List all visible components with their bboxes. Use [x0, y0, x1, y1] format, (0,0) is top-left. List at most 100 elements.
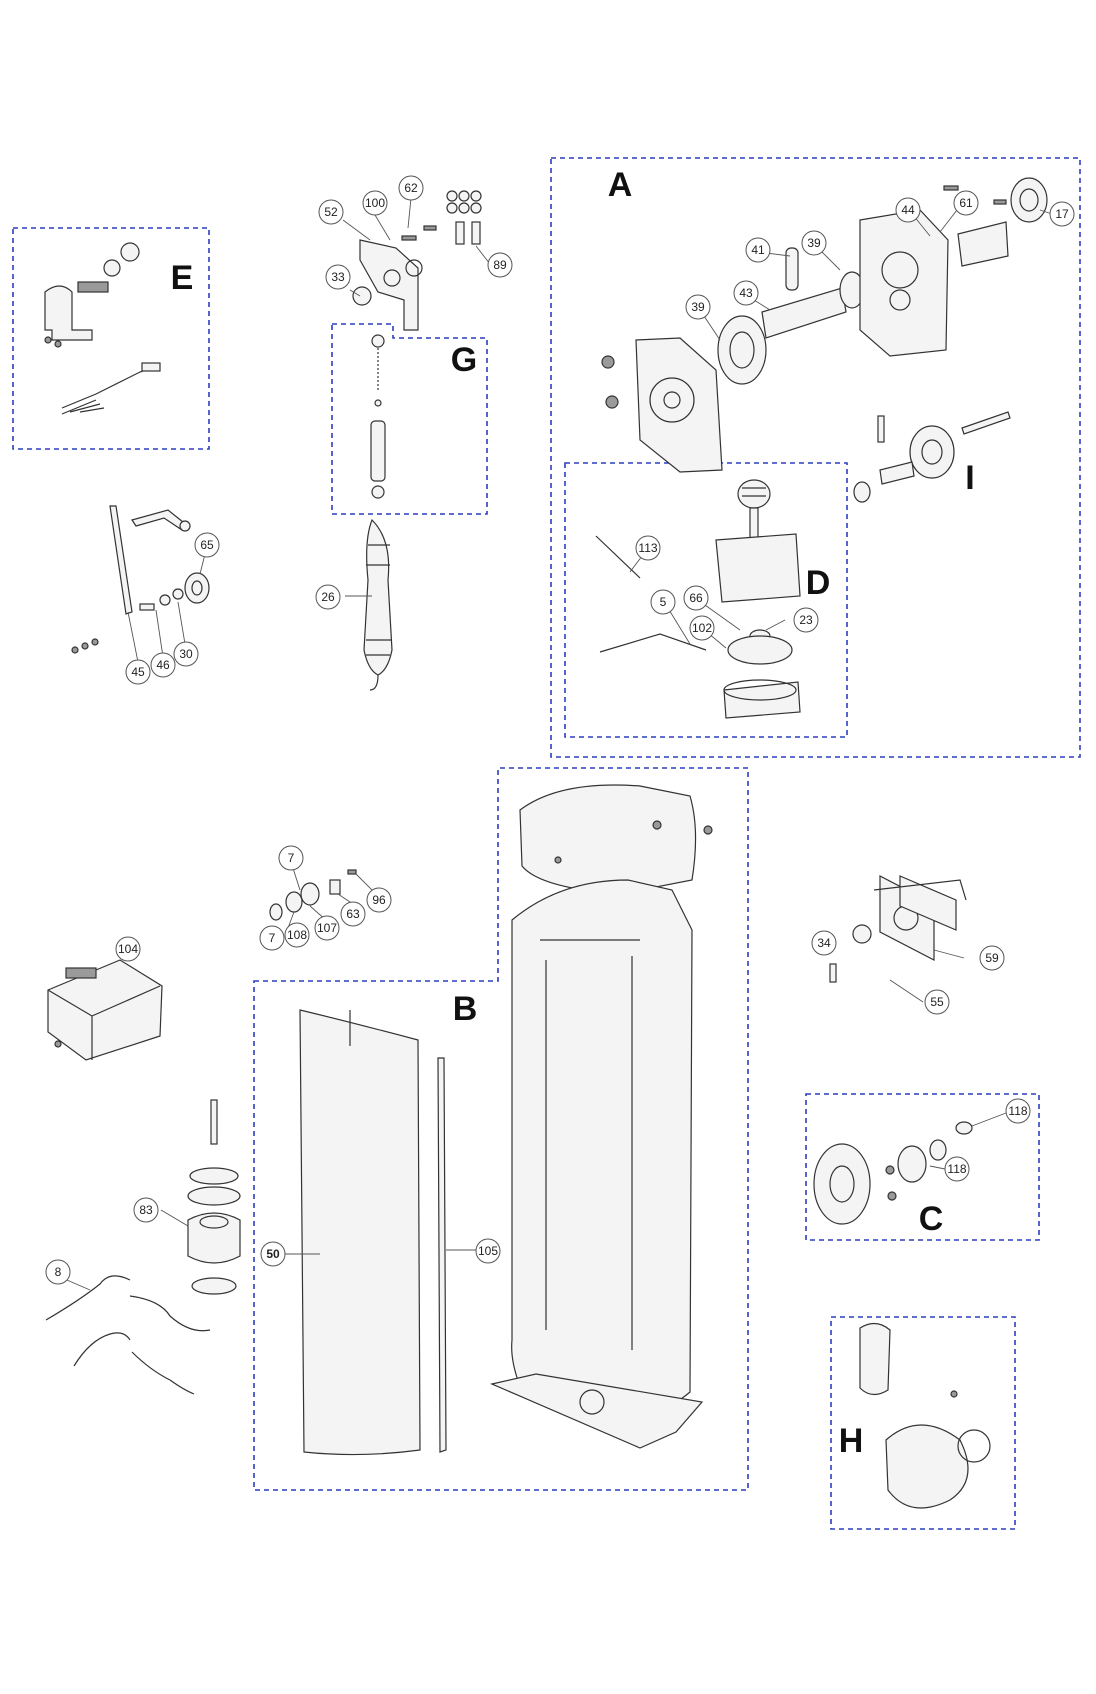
svg-text:30: 30 — [179, 647, 193, 661]
callout-59: 59 — [979, 945, 1005, 971]
cables-8 — [45, 1275, 211, 1395]
group-label-c: C — [919, 1200, 944, 1238]
small-hardware-parts — [269, 869, 357, 921]
controller-board-104 — [47, 959, 163, 1061]
seal-strip-105 — [437, 1057, 447, 1453]
group-g-parts — [370, 334, 386, 499]
group-box-e — [12, 227, 210, 450]
svg-text:100: 100 — [365, 196, 385, 210]
svg-text:83: 83 — [139, 1203, 153, 1217]
group-box-h — [830, 1316, 1016, 1530]
svg-text:104: 104 — [118, 942, 138, 956]
group-h-cover — [859, 1322, 991, 1509]
svg-text:62: 62 — [404, 181, 418, 195]
callout-104: 104 — [115, 936, 141, 962]
svg-text:113: 113 — [638, 541, 657, 555]
callout-105: 105 — [475, 1238, 501, 1264]
callout-50: 50 — [260, 1241, 286, 1267]
lever-arm-parts — [71, 505, 210, 654]
callout-52: 52 — [318, 199, 344, 225]
group-i-gears — [853, 411, 1011, 503]
group-label-d: D — [806, 564, 831, 602]
svg-text:65: 65 — [200, 538, 214, 552]
callout-118-bottom: 118 — [944, 1156, 970, 1182]
callout-61: 61 — [953, 190, 979, 216]
damper-83 — [187, 1099, 241, 1295]
group-box-b — [253, 767, 749, 1491]
svg-text:96: 96 — [372, 893, 386, 907]
svg-text:50: 50 — [266, 1247, 280, 1261]
svg-text:33: 33 — [331, 270, 345, 284]
callout-108: 108 — [284, 922, 310, 948]
group-e-parts — [44, 242, 161, 415]
group-label-e: E — [171, 259, 194, 297]
callout-45: 45 — [125, 659, 151, 685]
callout-41: 41 — [745, 237, 771, 263]
group-d-motor — [595, 479, 801, 719]
svg-text:34: 34 — [817, 936, 831, 950]
callout-44: 44 — [895, 197, 921, 223]
callout-100: 100 — [362, 190, 388, 216]
svg-text:63: 63 — [346, 907, 360, 921]
callout-102: 102 — [689, 615, 715, 641]
svg-text:89: 89 — [493, 258, 507, 272]
callout-26: 26 — [315, 584, 341, 610]
callout-83: 83 — [133, 1197, 159, 1223]
group-label-b: B — [453, 990, 478, 1028]
callout-34: 34 — [811, 930, 837, 956]
side-panel-50 — [299, 1009, 421, 1456]
callout-118-top: 118 — [1005, 1098, 1031, 1124]
group-label-i: I — [965, 459, 974, 497]
callout-66: 66 — [683, 585, 709, 611]
callout-33: 33 — [325, 264, 351, 290]
svg-text:7: 7 — [288, 851, 295, 865]
callout-55: 55 — [924, 989, 950, 1015]
group-box-c — [805, 1093, 1040, 1241]
svg-text:45: 45 — [131, 665, 145, 679]
callout-96: 96 — [366, 887, 392, 913]
svg-text:41: 41 — [751, 243, 765, 257]
svg-text:118: 118 — [947, 1162, 966, 1176]
svg-text:7: 7 — [269, 931, 276, 945]
svg-text:8: 8 — [55, 1265, 62, 1279]
callout-107: 107 — [314, 915, 340, 941]
group-box-d — [564, 462, 848, 738]
group-box-g — [331, 323, 488, 515]
callout-62: 62 — [398, 175, 424, 201]
callout-46: 46 — [150, 652, 176, 678]
group-label-h: H — [839, 1422, 864, 1460]
group-a-gearbox — [601, 177, 1048, 473]
svg-text:39: 39 — [807, 236, 821, 250]
callout-7-top: 7 — [278, 845, 304, 871]
svg-text:43: 43 — [739, 286, 753, 300]
svg-text:44: 44 — [901, 203, 915, 217]
group-c-handwheel — [813, 1121, 973, 1225]
svg-text:107: 107 — [317, 921, 337, 935]
callout-8: 8 — [45, 1259, 71, 1285]
svg-text:52: 52 — [324, 205, 338, 219]
group-label-g: G — [451, 341, 477, 379]
callout-39-right: 39 — [801, 230, 827, 256]
callout-65: 65 — [194, 532, 220, 558]
group-b-enclosure — [490, 784, 713, 1449]
callout-17: 17 — [1049, 201, 1075, 227]
svg-text:102: 102 — [692, 621, 712, 635]
svg-text:5: 5 — [660, 595, 667, 609]
plate-52-parts — [352, 190, 482, 331]
mount-bracket-parts — [829, 875, 967, 983]
group-label-a: A — [608, 166, 633, 204]
callout-39-left: 39 — [685, 294, 711, 320]
group-box-a — [550, 157, 1081, 758]
svg-text:66: 66 — [689, 591, 703, 605]
callout-30: 30 — [173, 641, 199, 667]
svg-text:23: 23 — [799, 613, 813, 627]
svg-text:55: 55 — [930, 995, 944, 1009]
svg-text:26: 26 — [321, 590, 335, 604]
callout-5: 5 — [650, 589, 676, 615]
svg-text:59: 59 — [985, 951, 999, 965]
spring-26 — [363, 518, 393, 691]
svg-text:118: 118 — [1008, 1104, 1027, 1118]
svg-text:46: 46 — [156, 658, 170, 672]
svg-text:61: 61 — [959, 196, 973, 210]
